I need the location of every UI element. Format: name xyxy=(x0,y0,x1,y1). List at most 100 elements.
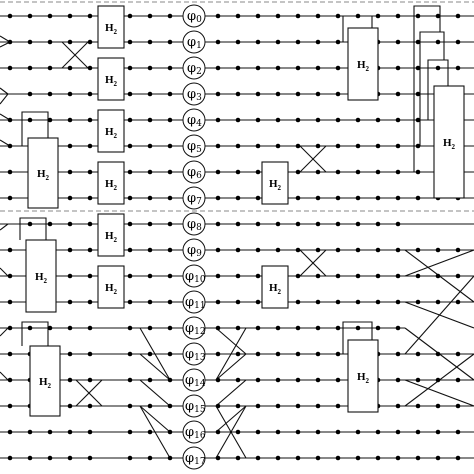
junction-dot xyxy=(315,455,321,461)
h2-gate: H2 xyxy=(97,213,125,257)
junction-dot xyxy=(375,299,381,305)
junction-dot xyxy=(395,195,401,201)
junction-dot xyxy=(275,403,281,409)
junction-dot xyxy=(415,13,421,19)
junction-dot xyxy=(375,221,381,227)
junction-dot xyxy=(87,455,93,461)
wire xyxy=(139,327,171,381)
junction-dot xyxy=(167,143,173,149)
junction-dot xyxy=(67,169,73,175)
junction-dot xyxy=(335,403,341,409)
junction-dot xyxy=(435,273,441,279)
junction-dot xyxy=(295,117,301,123)
junction-dot xyxy=(147,65,153,71)
phi-node-3: φ3 xyxy=(182,82,206,106)
junction-dot xyxy=(455,39,461,45)
junction-dot xyxy=(215,195,221,201)
junction-dot xyxy=(315,195,321,201)
h2-gate: H2 xyxy=(433,85,465,199)
junction-dot xyxy=(167,299,173,305)
wire xyxy=(0,267,9,277)
junction-dot xyxy=(147,351,153,357)
junction-dot xyxy=(147,143,153,149)
junction-dot xyxy=(255,221,261,227)
junction-dot xyxy=(275,429,281,435)
junction-dot xyxy=(147,195,153,201)
h2-gate-box xyxy=(25,239,57,313)
junction-dot xyxy=(275,247,281,253)
junction-dot xyxy=(67,429,73,435)
phi-node-circle xyxy=(182,134,206,158)
junction-dot xyxy=(395,169,401,175)
junction-dot xyxy=(27,221,33,227)
junction-dot xyxy=(295,247,301,253)
junction-dot xyxy=(335,273,341,279)
junction-dot xyxy=(275,351,281,357)
junction-dot xyxy=(67,117,73,123)
junction-dot xyxy=(255,403,261,409)
junction-dot xyxy=(127,91,133,97)
junction-dot xyxy=(395,351,401,357)
junction-dot xyxy=(67,221,73,227)
junction-dot xyxy=(295,195,301,201)
junction-dot xyxy=(395,143,401,149)
junction-dot xyxy=(255,143,261,149)
junction-dot xyxy=(87,273,93,279)
junction-dot xyxy=(355,299,361,305)
junction-dot xyxy=(415,403,421,409)
junction-dot xyxy=(295,325,301,331)
junction-dot xyxy=(395,429,401,435)
junction-dot xyxy=(47,13,53,19)
junction-dot xyxy=(295,429,301,435)
h2-gate: H2 xyxy=(97,265,125,309)
junction-dot xyxy=(335,455,341,461)
phi-node-circle xyxy=(182,4,206,28)
junction-dot xyxy=(127,273,133,279)
junction-dot xyxy=(167,403,173,409)
junction-dot xyxy=(295,169,301,175)
junction-dot xyxy=(167,221,173,227)
junction-dot xyxy=(27,13,33,19)
junction-dot xyxy=(235,247,241,253)
junction-dot xyxy=(67,91,73,97)
junction-dot xyxy=(127,299,133,305)
junction-dot xyxy=(167,325,173,331)
h2-gate-box xyxy=(97,265,125,309)
wire xyxy=(19,217,47,240)
junction-dot xyxy=(415,91,421,97)
junction-dot xyxy=(295,351,301,357)
wire xyxy=(61,41,89,69)
junction-dot xyxy=(255,273,261,279)
junction-dot xyxy=(375,117,381,123)
junction-dot xyxy=(415,247,421,253)
junction-dot xyxy=(295,143,301,149)
junction-dot xyxy=(127,117,133,123)
junction-dot xyxy=(7,65,13,71)
junction-dot xyxy=(395,325,401,331)
junction-dot xyxy=(275,91,281,97)
junction-dot xyxy=(455,455,461,461)
phi-node-circle xyxy=(182,160,206,184)
junction-dot xyxy=(67,299,73,305)
junction-dot xyxy=(295,455,301,461)
junction-dot xyxy=(355,221,361,227)
junction-dot xyxy=(27,39,33,45)
phi-node-circle xyxy=(182,238,206,262)
wire xyxy=(215,327,247,355)
junction-dot xyxy=(67,377,73,383)
wire xyxy=(404,249,474,277)
junction-dot xyxy=(295,299,301,305)
junction-dot xyxy=(455,429,461,435)
junction-dot xyxy=(87,143,93,149)
nodes: φ0φ1φ2φ3φ4φ5φ6φ7φ8φ9φ10φ11φ12φ13φ14φ15φ1… xyxy=(182,4,206,470)
junction-dot xyxy=(255,351,261,357)
phi-node-13: φ13 xyxy=(182,342,206,366)
wire xyxy=(215,379,247,407)
phi-node-17: φ17 xyxy=(182,446,206,470)
junction-dot xyxy=(215,117,221,123)
junction-dot xyxy=(147,221,153,227)
junction-dot xyxy=(47,221,53,227)
junction-dot xyxy=(375,169,381,175)
